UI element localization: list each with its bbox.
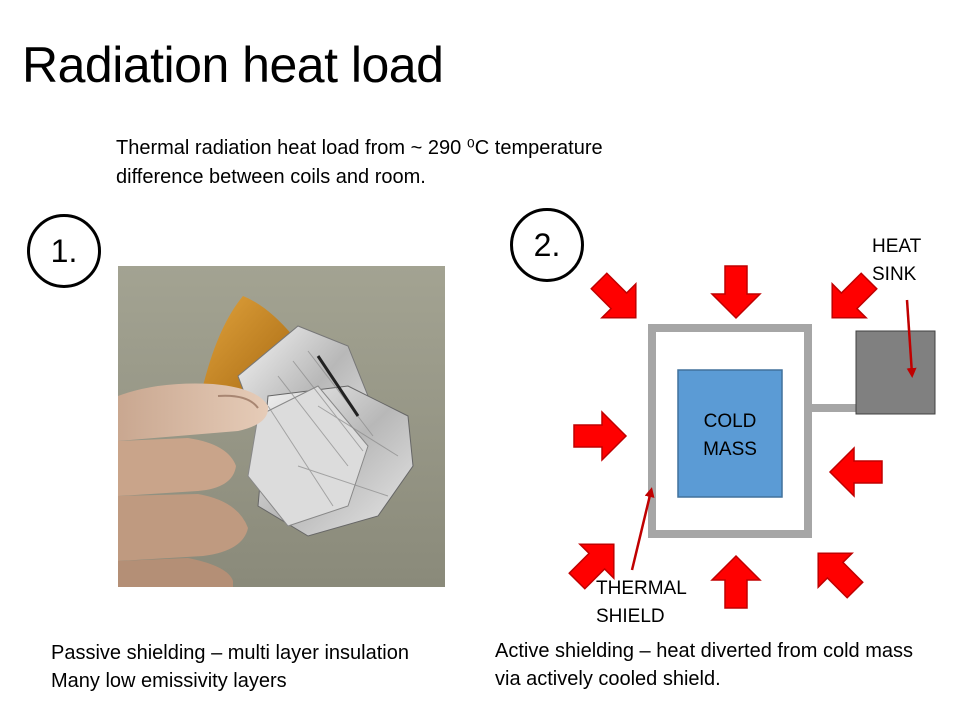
heat-sink — [855, 330, 936, 415]
radiation-arrow-top — [711, 265, 761, 319]
mli-photo-icon — [118, 266, 445, 587]
mli-photo — [118, 266, 445, 587]
heat-sink-label-line-2: SINK — [872, 264, 917, 285]
left-caption: Passive shielding – multi layer insulati… — [51, 639, 409, 695]
step-1-badge: 1. — [27, 214, 101, 288]
cold-mass-label-line-2: MASS — [703, 439, 757, 460]
radiation-arrow-bottom — [711, 555, 761, 609]
thermal-shield-pointer — [630, 487, 655, 571]
active-shielding-diagram — [559, 263, 936, 609]
intro-text: Thermal radiation heat load from ~ 290 ⁰… — [116, 134, 603, 192]
left-caption-line-1: Passive shielding – multi layer insulati… — [51, 642, 409, 664]
thermal-shield-label-line-1: THERMAL — [596, 578, 687, 599]
intro-line-2: difference between coils and room. — [116, 166, 426, 188]
radiation-arrow-bottom-right — [800, 535, 873, 608]
thermal-shield-label-line-2: SHIELD — [596, 606, 665, 627]
shield-heat-sink-link — [812, 404, 856, 412]
heat-sink-pointer — [905, 299, 917, 378]
right-caption-line-2: via actively cooled shield. — [495, 668, 721, 690]
cold-mass-label: COLD MASS — [678, 408, 782, 464]
radiation-arrow-top-left — [581, 263, 654, 336]
thermal-shield — [648, 324, 812, 538]
slide-title: Radiation heat load — [22, 37, 444, 93]
heat-sink-label: HEAT SINK — [872, 233, 921, 289]
thermal-shield-label: THERMAL SHIELD — [596, 575, 687, 631]
heat-sink-label-line-1: HEAT — [872, 236, 922, 257]
intro-line-1: Thermal radiation heat load from ~ 290 ⁰… — [116, 137, 603, 159]
radiation-arrow-left — [573, 411, 627, 461]
right-caption-line-1: Active shielding – heat diverted from co… — [495, 640, 913, 662]
step-2-number: 2. — [533, 226, 561, 263]
right-caption: Active shielding – heat diverted from co… — [495, 637, 913, 693]
left-caption-line-2: Many low emissivity layers — [51, 670, 287, 692]
step-2-badge: 2. — [510, 208, 584, 282]
cold-mass-label-line-1: COLD — [703, 411, 757, 432]
radiation-arrow-right — [829, 447, 883, 497]
cold-mass — [677, 369, 783, 498]
step-1-number: 1. — [50, 232, 78, 269]
